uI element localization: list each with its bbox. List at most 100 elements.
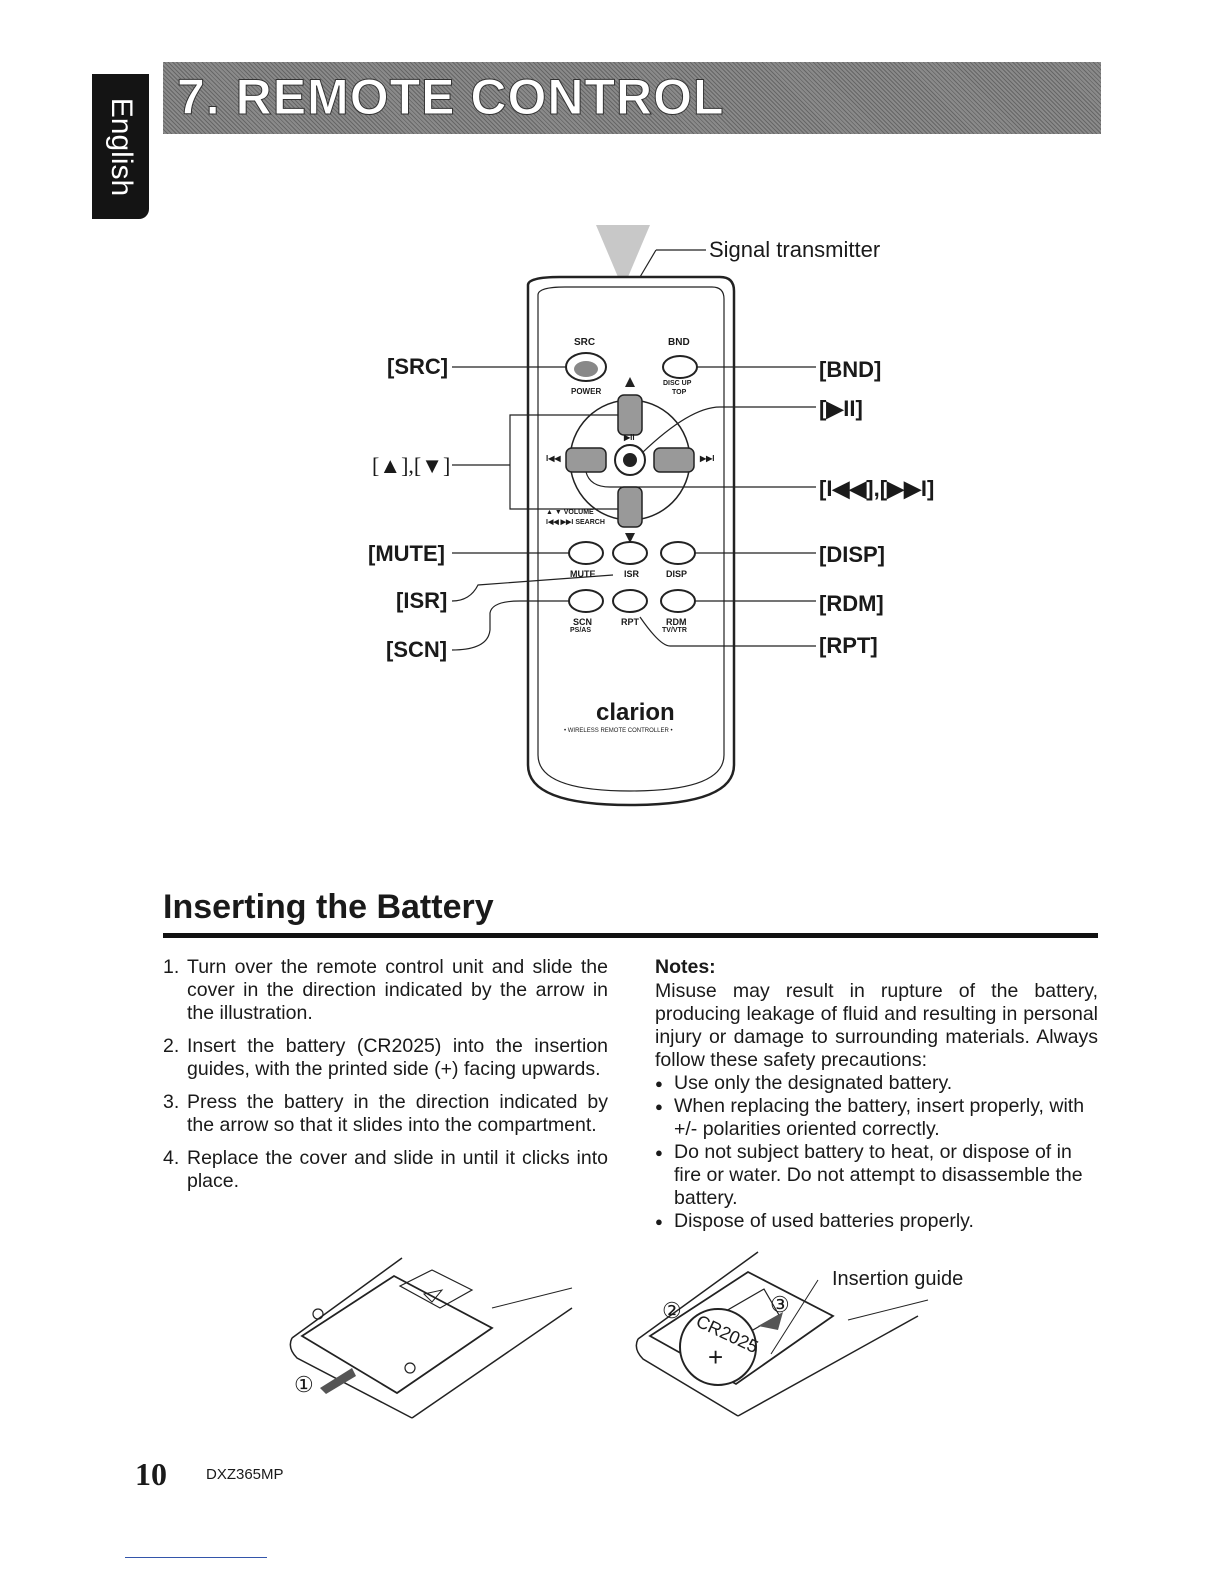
- skip-leader: [585, 471, 816, 488]
- mute-key-label: MUTE: [570, 569, 596, 579]
- page-title: 7. REMOTE CONTROL: [177, 69, 725, 126]
- signal-transmitter-label: Signal transmitter: [709, 237, 881, 262]
- list-item: 3. Press the battery in the direction ind…: [163, 1091, 608, 1137]
- remote-edge: [491, 1287, 573, 1309]
- mute-callout: [MUTE]: [368, 541, 445, 566]
- slide-arrow-icon: [320, 1368, 356, 1394]
- scn-leader: [451, 600, 569, 651]
- rpt-callout: [RPT]: [819, 633, 878, 658]
- bnd-callout: [BND]: [819, 357, 882, 382]
- list-item: 2.Insert the battery (CR2025) into the i…: [163, 1035, 608, 1081]
- brand-logo: clarion: [596, 699, 675, 726]
- step-number: 3.: [163, 1091, 180, 1113]
- bnd-key-label: BND: [668, 337, 690, 348]
- prev-key-label: I◀◀: [546, 454, 561, 463]
- ps-as-key-label: PS/AS: [570, 627, 592, 634]
- updown-leader: [452, 414, 618, 510]
- rpt-key-label: RPT: [621, 617, 639, 627]
- down-arrow-icon: [625, 533, 635, 543]
- list-item: Dispose of used batteries properly.: [655, 1210, 1098, 1233]
- play-pause-center-dot: [623, 453, 637, 467]
- step1-marker: ①: [294, 1372, 314, 1397]
- play-leader: [641, 406, 816, 454]
- battery-plus-sign: +: [708, 1342, 724, 1372]
- remote-edge: [847, 1299, 929, 1321]
- list-item: Use only the designated battery.: [655, 1072, 1098, 1095]
- dpad-down-key: [617, 486, 643, 528]
- disp-button: [660, 541, 696, 565]
- language-tab: English: [92, 74, 149, 219]
- isr-key-label: ISR: [624, 569, 640, 579]
- src-callout: [SRC]: [387, 354, 449, 379]
- volume-key-label: ▲ ▼ VOLUME: [546, 509, 594, 516]
- dpad-left-key: [565, 447, 607, 473]
- tv-vtr-key-label: TV/VTR: [662, 627, 687, 634]
- step-text: Replace the cover and slide in until it …: [187, 1147, 608, 1192]
- remote-control-diagram: SRC POWER BND DISC UP TOP ▶II I◀◀ ▶▶I ▲ …: [360, 225, 960, 825]
- signal-beam: [596, 225, 650, 277]
- section-divider: [163, 933, 1098, 938]
- scn-key-label: SCN: [573, 617, 593, 627]
- insertion-guide-label: Insertion guide: [832, 1268, 964, 1290]
- step-text: Turn over the remote control unit and sl…: [187, 956, 608, 1024]
- cover-removal-drawing: [289, 1257, 573, 1419]
- section-header: 7. REMOTE CONTROL: [163, 62, 1101, 134]
- notes-intro: Misuse may result in rupture of the batt…: [655, 980, 1098, 1071]
- disc-up-key-label: DISC UP: [663, 380, 692, 387]
- step-number: 4.: [163, 1147, 180, 1169]
- cover-arrow-icon: [423, 1289, 444, 1303]
- list-item: When replacing the battery, insert prope…: [655, 1095, 1098, 1141]
- insert-arrow-icon: [758, 1312, 783, 1330]
- rdm-key-label: RDM: [666, 617, 687, 627]
- play-key-label: ▶II: [624, 433, 635, 442]
- section-title: Inserting the Battery: [163, 888, 494, 926]
- search-key-label: I◀◀ ▶▶I SEARCH: [546, 519, 605, 526]
- screw-hole: [312, 1308, 324, 1320]
- step2-marker: ②: [662, 1298, 682, 1323]
- disp-key-label: DISP: [666, 569, 688, 579]
- step-text: Press the battery in the direction indic…: [187, 1091, 608, 1136]
- insertion-guide-leader: [770, 1279, 819, 1355]
- remote-inner-outline: [537, 286, 725, 792]
- next-key-label: ▶▶I: [700, 454, 715, 463]
- rpt-button: [612, 589, 648, 613]
- footer-rule: [125, 1557, 267, 1558]
- mute-button: [568, 541, 604, 565]
- cover-removal-illustration: ①: [282, 1248, 582, 1423]
- signal-leader: [639, 249, 657, 278]
- remote-control-drawing: [451, 225, 816, 807]
- rdm-button: [660, 589, 696, 613]
- step-number: 2.: [163, 1035, 180, 1057]
- brand-tagline: • WIRELESS REMOTE CONTROLLER •: [564, 728, 673, 734]
- isr-callout: [ISR]: [396, 588, 448, 613]
- remote-back-outline: [289, 1257, 573, 1419]
- list-item: 4. Replace the cover and slide in until i…: [163, 1147, 608, 1193]
- battery-insertion-drawing: [635, 1251, 929, 1417]
- isr-leader: [451, 574, 614, 602]
- rdm-callout: [RDM]: [819, 591, 884, 616]
- src-key-label: SRC: [574, 337, 596, 348]
- notes-list: Use only the designated battery. When re…: [655, 1072, 1098, 1233]
- battery-steps-list: 1. Turn over the remote control unit and …: [163, 956, 608, 1203]
- rpt-leader: [639, 616, 816, 647]
- list-item: 1. Turn over the remote control unit and …: [163, 956, 608, 1025]
- bnd-button: [662, 355, 698, 379]
- updown-callout: [▲],[▼]: [372, 453, 451, 478]
- cover-window: [398, 1269, 474, 1309]
- play-pause-callout: [▶II]: [819, 396, 863, 421]
- notes-block: Notes: Misuse may result in rupture of t…: [655, 956, 1098, 1233]
- disp-callout: [DISP]: [819, 542, 885, 567]
- screw-hole: [404, 1362, 416, 1374]
- model-number: DXZ365MP: [206, 1466, 284, 1483]
- dpad-right-key: [653, 447, 695, 473]
- remote-open-outline: [635, 1251, 919, 1417]
- page-number: 10: [135, 1456, 167, 1492]
- scn-button: [568, 589, 604, 613]
- step-number: 1.: [163, 956, 180, 978]
- dpad-up-key: [617, 394, 643, 436]
- battery-insertion-illustration: ② ③ CR2025 + Insertion guide: [628, 1244, 978, 1424]
- scn-callout: [SCN]: [386, 637, 448, 662]
- power-key-label: POWER: [571, 387, 602, 396]
- top-key-label: TOP: [672, 389, 687, 396]
- language-tab-label: English: [104, 97, 138, 196]
